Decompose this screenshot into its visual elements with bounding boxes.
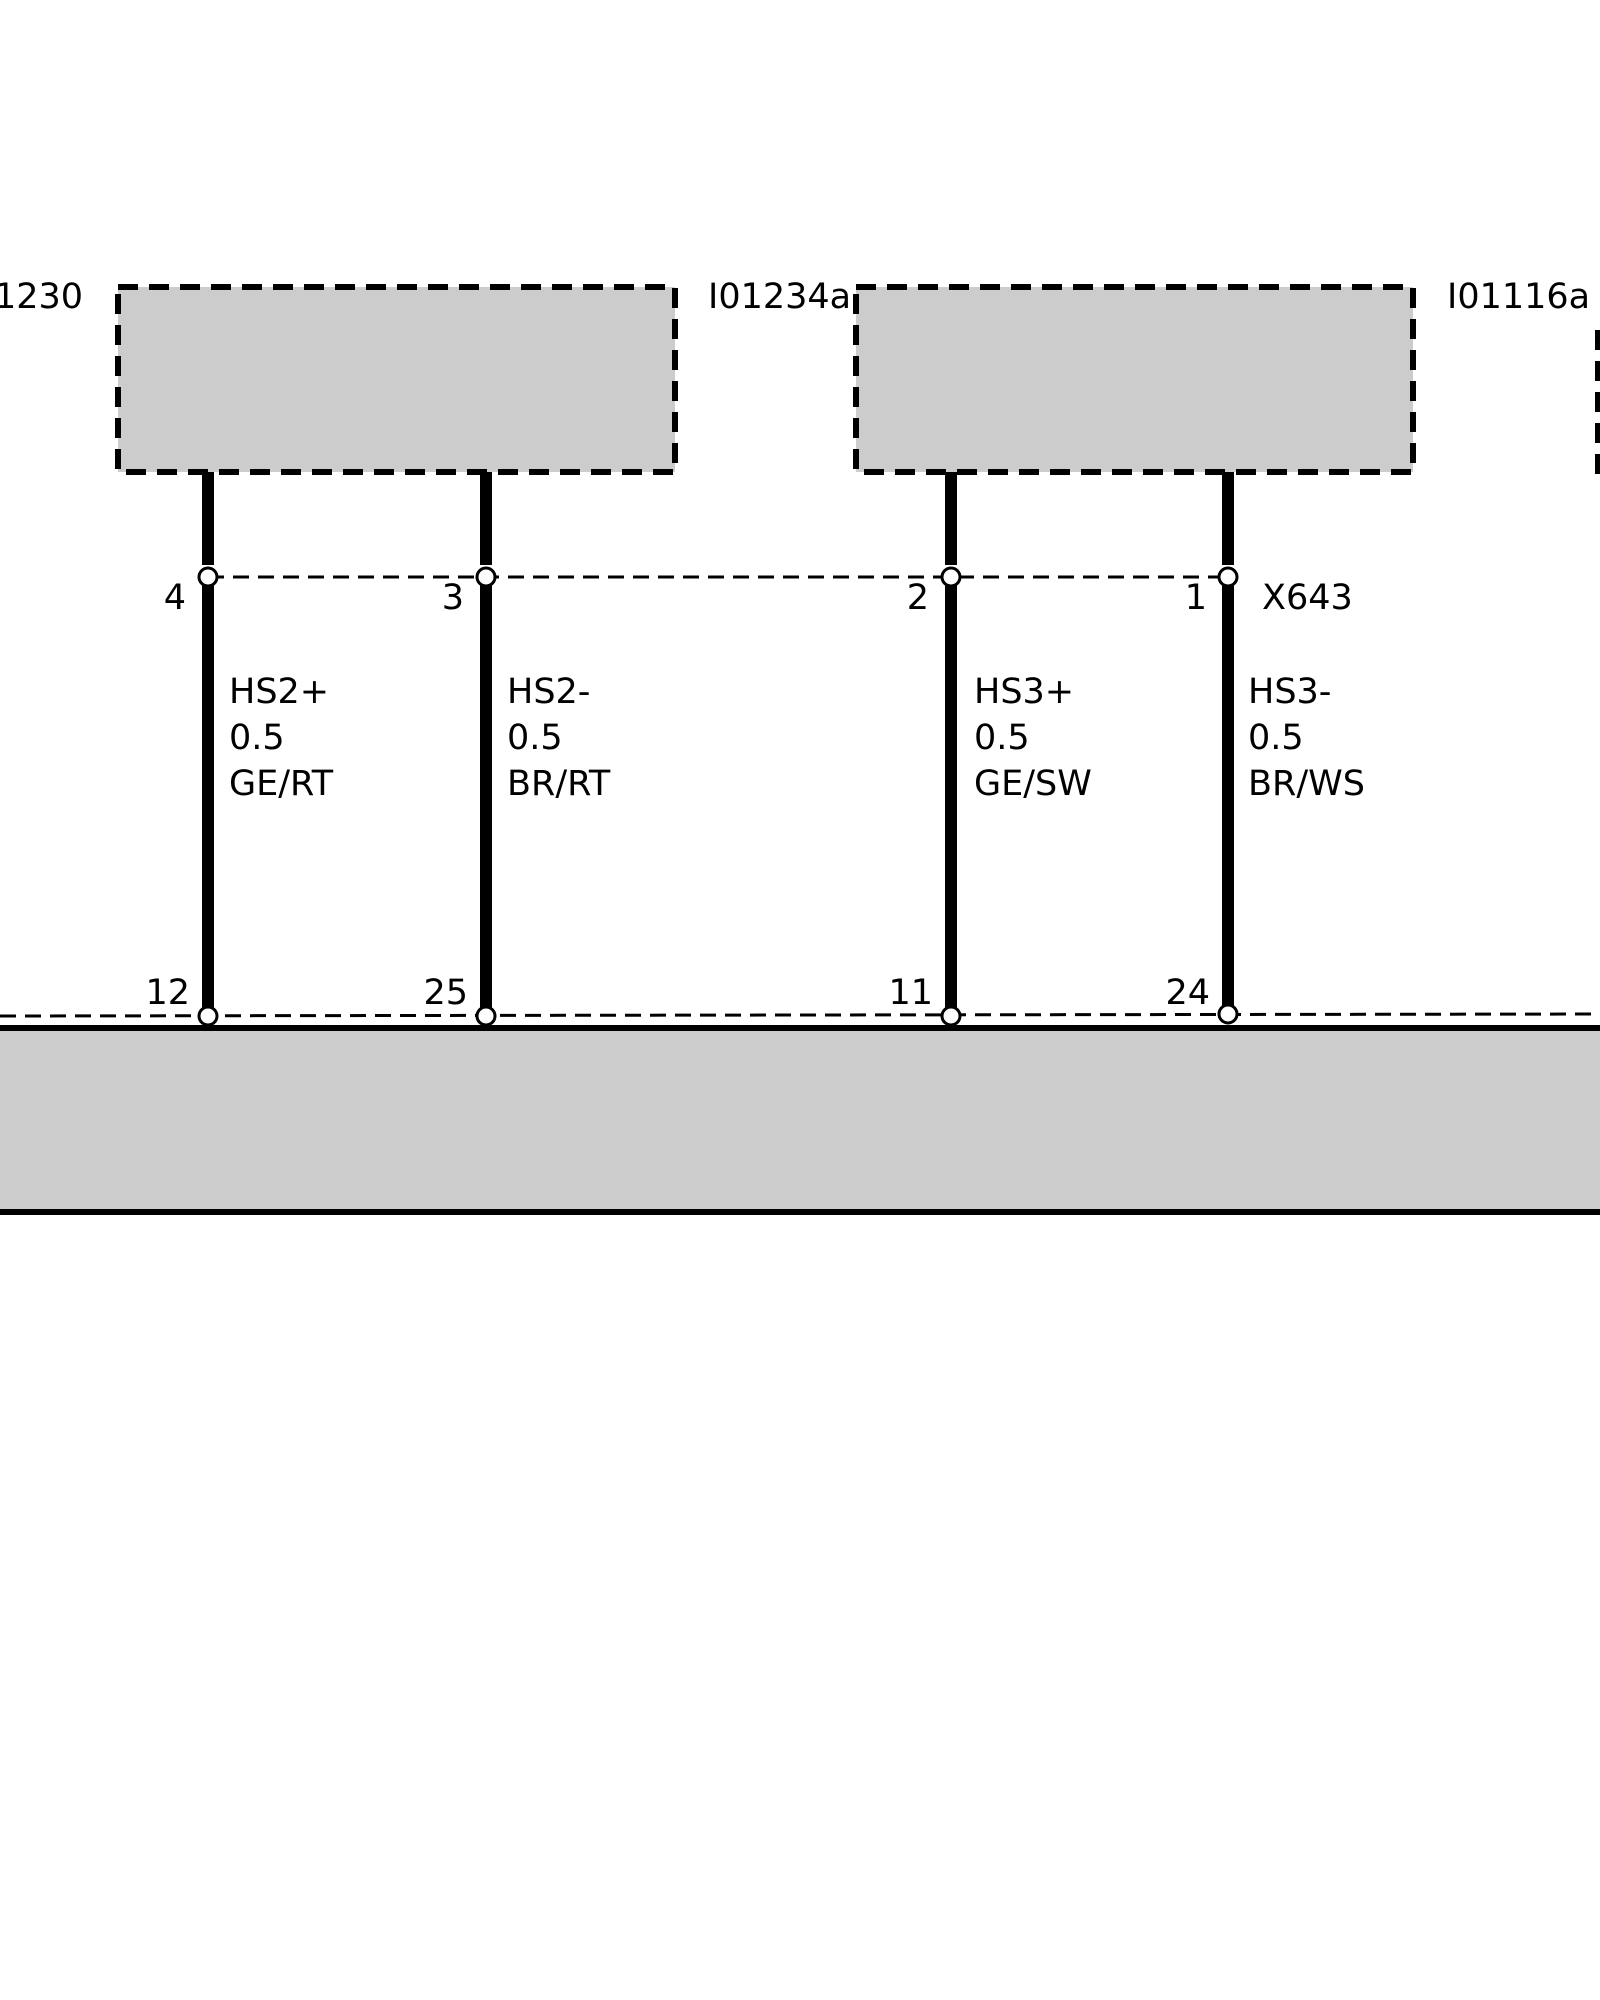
pin-top bbox=[197, 566, 219, 588]
wire-signal-label: HS2+ bbox=[229, 672, 329, 712]
wire-hs3-minus: 1 24 HS3- 0.5 BR/WS bbox=[1165, 472, 1365, 1025]
wire-hs2-minus: 3 25 HS2- 0.5 BR/RT bbox=[423, 472, 611, 1027]
pin-bottom bbox=[1217, 1003, 1239, 1025]
connector-x643-label: X643 bbox=[1262, 578, 1353, 618]
wire-hs3-plus: 2 11 HS3+ 0.5 GE/SW bbox=[888, 472, 1092, 1027]
wire-gauge-label: 0.5 bbox=[1248, 718, 1304, 758]
component-label-right: I01116a bbox=[1447, 277, 1590, 317]
wire-gauge-label: 0.5 bbox=[974, 718, 1030, 758]
wire-gauge-label: 0.5 bbox=[229, 718, 285, 758]
wire-signal-label: HS2- bbox=[507, 672, 590, 712]
wire-color-label: GE/RT bbox=[229, 764, 334, 804]
component-label-left: 1230 bbox=[0, 277, 83, 317]
wire-signal-label: HS3- bbox=[1248, 672, 1331, 712]
pin-top bbox=[1217, 566, 1239, 588]
pin-number-top: 2 bbox=[907, 578, 929, 618]
pin-number-bottom: 11 bbox=[888, 973, 933, 1013]
pin-top bbox=[940, 566, 962, 588]
pin-bottom bbox=[197, 1005, 219, 1027]
pin-number-top: 4 bbox=[164, 578, 186, 618]
wire-color-label: BR/WS bbox=[1248, 764, 1365, 804]
pin-top bbox=[475, 566, 497, 588]
component-box-left bbox=[115, 284, 678, 475]
wire-color-label: GE/SW bbox=[974, 764, 1092, 804]
pin-number-top: 3 bbox=[442, 578, 464, 618]
pin-number-top: 1 bbox=[1185, 578, 1207, 618]
pin-number-bottom: 12 bbox=[145, 973, 190, 1013]
wire-hs2-plus: 4 12 HS2+ 0.5 GE/RT bbox=[145, 472, 334, 1027]
pin-number-bottom: 24 bbox=[1165, 973, 1210, 1013]
component-box-middle bbox=[853, 284, 1416, 475]
pin-number-bottom: 25 bbox=[423, 973, 468, 1013]
pin-bottom bbox=[940, 1005, 962, 1027]
wire-signal-label: HS3+ bbox=[974, 672, 1074, 712]
wire-gauge-label: 0.5 bbox=[507, 718, 563, 758]
module-connector-line bbox=[0, 1012, 1600, 1018]
pin-bottom bbox=[475, 1005, 497, 1027]
control-module-box bbox=[0, 1025, 1600, 1215]
component-label-middle: I01234a bbox=[708, 277, 851, 317]
wire-color-label: BR/RT bbox=[507, 764, 611, 804]
